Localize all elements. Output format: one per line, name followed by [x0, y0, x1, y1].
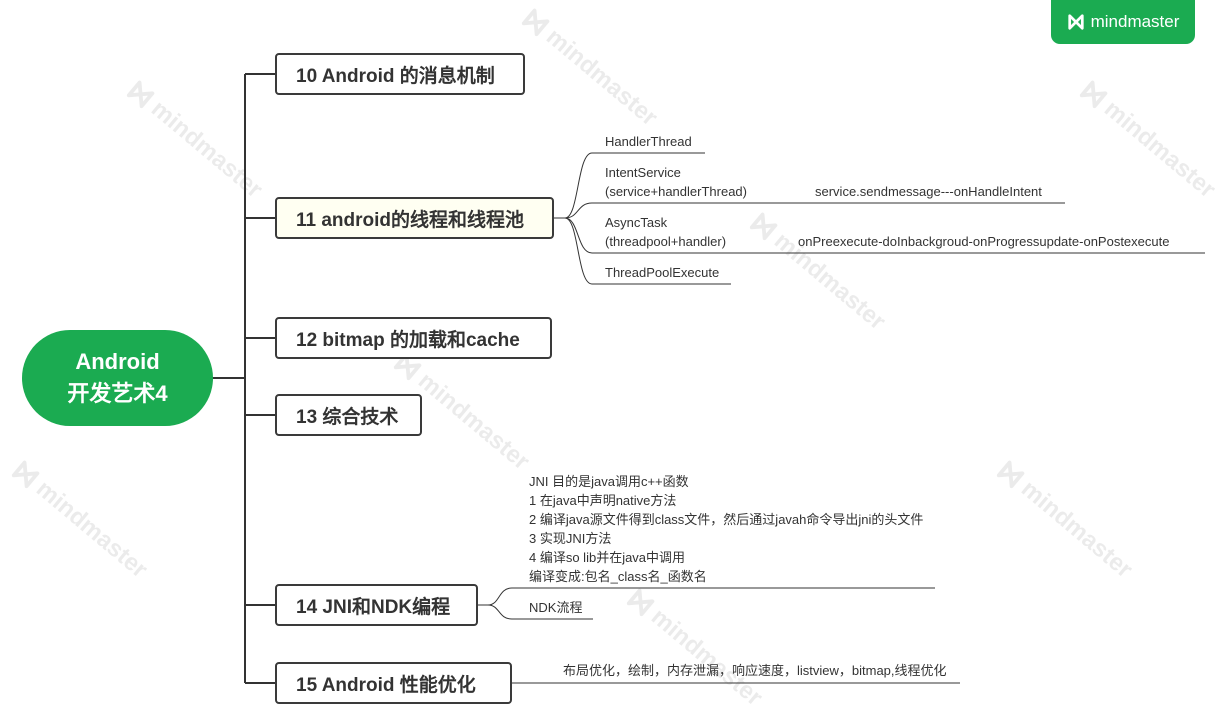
subtopic-line: NDK流程 — [529, 600, 583, 615]
topic-label: 14 JNI和NDK编程 — [296, 596, 451, 618]
main-connectors — [212, 73, 276, 684]
subtopic-line: service.sendmessage---onHandleIntent — [815, 184, 1042, 199]
topic-label: 15 Android 性能优化 — [296, 674, 476, 696]
mindmaster-logo-icon — [126, 80, 155, 109]
topic-node-14[interactable]: 14 JNI和NDK编程 — [275, 584, 478, 626]
watermark: mindmaster — [1075, 76, 1221, 204]
topic-label: 12 bitmap 的加载和cache — [296, 329, 520, 351]
watermark: mindmaster — [517, 4, 663, 132]
subtopic-intentservice[interactable]: IntentService (service+handlerThread) — [605, 163, 747, 201]
subtopic-line: (threadpool+handler) — [605, 234, 727, 249]
topic-label: 13 综合技术 — [296, 406, 399, 428]
topic-label: 11 android的线程和线程池 — [296, 209, 525, 231]
root-topic-line-2: 开发艺术4 — [67, 381, 168, 406]
subtopic-line: 2 编译java源文件得到class文件，然后通过javah命令导出jni的头文… — [529, 512, 924, 527]
connector-threadpoolexecute — [564, 217, 731, 285]
topic-14-connectors — [477, 587, 935, 620]
watermark: mindmaster — [122, 76, 268, 204]
subtopic-asynctask-detail[interactable]: onPreexecute-doInbackgroud-onProgressupd… — [798, 232, 1169, 251]
watermark: mindmaster — [7, 456, 153, 584]
mindmaster-logo-icon — [996, 460, 1025, 489]
connector-ndk-flow — [487, 604, 593, 620]
topic-label: 10 Android 的消息机制 — [296, 65, 495, 87]
subtopic-line: AsyncTask — [605, 215, 668, 230]
subtopic-handlerthread[interactable]: HandlerThread — [605, 132, 692, 151]
subtopic-ndk-flow[interactable]: NDK流程 — [529, 598, 582, 617]
root-topic[interactable]: Android 开发艺术4 — [22, 330, 213, 426]
watermark: mindmaster — [745, 208, 891, 336]
subtopic-line: JNI 目的是java调用c++函数 — [529, 474, 689, 489]
subtopic-threadpoolexecute[interactable]: ThreadPoolExecute — [605, 263, 719, 282]
topic-11-connectors — [553, 152, 1205, 285]
subtopic-line: ThreadPoolExecute — [605, 265, 720, 280]
subtopic-line: (service+handlerThread) — [605, 184, 747, 199]
subtopic-intentservice-detail[interactable]: service.sendmessage---onHandleIntent — [815, 182, 1042, 201]
connector-asynctask — [564, 217, 1205, 254]
subtopic-line: 布局优化，绘制，内存泄漏，响应速度，listview，bitmap,线程优化 — [563, 663, 947, 678]
subtopic-line: 3 实现JNI方法 — [529, 531, 612, 546]
watermark: mindmaster — [622, 584, 768, 712]
mindmaster-logo-icon — [1079, 80, 1108, 109]
topic-node-11[interactable]: 11 android的线程和线程池 — [275, 197, 554, 239]
connector-jni-notes — [487, 587, 935, 606]
subtopic-jni-notes[interactable]: JNI 目的是java调用c++函数 1 在java中声明native方法 2 … — [529, 472, 923, 586]
watermark: mindmaster — [992, 456, 1138, 584]
subtopic-asynctask[interactable]: AsyncTask (threadpool+handler) — [605, 213, 726, 251]
brand-badge: mindmaster — [1051, 0, 1195, 44]
topic-node-10[interactable]: 10 Android 的消息机制 — [275, 53, 525, 95]
subtopic-line: 4 编译so lib并在java中调用 — [529, 550, 686, 565]
connector-intentservice — [564, 202, 1065, 219]
topic-node-15[interactable]: 15 Android 性能优化 — [275, 662, 512, 704]
subtopic-line: HandlerThread — [605, 134, 692, 149]
topic-node-13[interactable]: 13 综合技术 — [275, 394, 422, 436]
brand-label: mindmaster — [1090, 12, 1180, 31]
subtopic-performance-notes[interactable]: 布局优化，绘制，内存泄漏，响应速度，listview，bitmap,线程优化 — [563, 661, 947, 680]
mindmaster-logo-icon — [11, 460, 40, 489]
mindmaster-logo-icon — [1067, 14, 1084, 30]
mindmaster-logo-icon — [521, 8, 550, 37]
mindmaster-logo-icon — [749, 212, 778, 241]
subtopic-line: 编译变成:包名_class名_函数名 — [529, 569, 707, 584]
subtopic-line: 1 在java中声明native方法 — [529, 493, 677, 508]
subtopic-line: onPreexecute-doInbackgroud-onProgressupd… — [798, 234, 1170, 249]
topic-node-12[interactable]: 12 bitmap 的加载和cache — [275, 317, 552, 359]
connector-handlerthread — [564, 152, 705, 219]
mindmaster-logo-icon — [393, 352, 422, 381]
subtopic-line: IntentService — [605, 165, 681, 180]
root-topic-line-1: Android — [75, 349, 160, 374]
mindmaster-logo-icon — [626, 588, 655, 617]
watermark: mindmaster — [389, 348, 535, 476]
